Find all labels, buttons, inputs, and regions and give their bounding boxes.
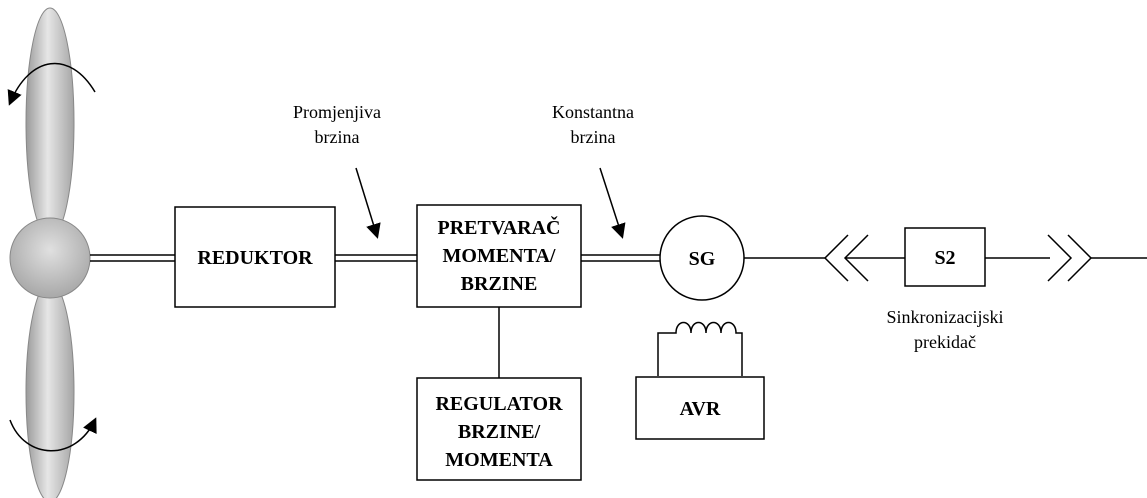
constant-speed-line1: Konstantna — [552, 102, 634, 122]
shafts — [90, 254, 660, 262]
variable-speed-annotation: Promjenjiva brzina — [293, 102, 381, 239]
converter-block: PRETVARAČ MOMENTA/ BRZINE — [416, 204, 582, 308]
s2-label: S2 — [934, 247, 955, 269]
upper-blade — [25, 7, 75, 239]
regulator-label-line3: MOMENTA — [445, 449, 553, 471]
constant-speed-arrow — [599, 167, 626, 239]
constant-speed-line2: brzina — [571, 127, 616, 147]
grid-connection — [744, 234, 1147, 282]
lower-blade — [25, 281, 75, 498]
reduktor-label: REDUKTOR — [197, 247, 313, 269]
s2-breaker-block: S2 — [904, 227, 986, 287]
avr-label: AVR — [680, 398, 721, 420]
variable-speed-line2: brzina — [315, 127, 360, 147]
excitation-coil-icon — [657, 321, 743, 376]
breaker-label-line1: Sinkronizacijski — [887, 307, 1004, 327]
constant-speed-annotation: Konstantna brzina — [552, 102, 634, 239]
synchronous-generator: SG — [659, 215, 745, 301]
variable-speed-arrow — [355, 167, 381, 239]
lower-rotation-arrow — [9, 417, 97, 452]
converter-label-line2: MOMENTA/ — [443, 245, 556, 267]
breaker-label-line2: prekidač — [914, 332, 976, 352]
excitation-circuit: AVR — [635, 321, 765, 440]
rotor-hub — [9, 217, 91, 299]
sg-label: SG — [689, 248, 716, 270]
converter-label-line3: BRZINE — [461, 273, 538, 295]
reduktor-block: REDUKTOR — [174, 206, 336, 308]
upper-rotation-arrow — [7, 62, 96, 106]
regulator-label-line2: BRZINE/ — [458, 421, 541, 443]
converter-label-line1: PRETVARAČ — [438, 215, 561, 239]
turbine-rotor — [7, 7, 97, 498]
variable-speed-line1: Promjenjiva — [293, 102, 381, 122]
regulator-block: REGULATOR BRZINE/ MOMENTA — [416, 377, 582, 481]
regulator-label-line1: REGULATOR — [435, 393, 563, 415]
breaker-annotation: Sinkronizacijski prekidač — [887, 307, 1004, 352]
